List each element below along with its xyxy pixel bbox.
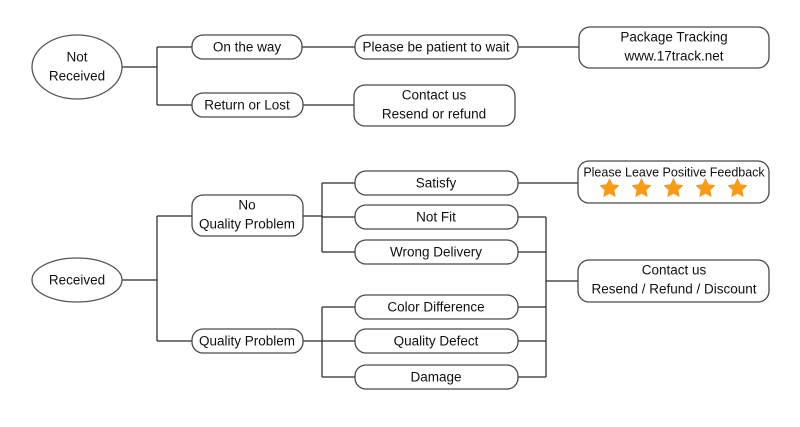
color-difference-box [354, 294, 519, 320]
resolution-contact-label-line1: Contact us [642, 263, 707, 278]
star-rating[interactable] [599, 178, 748, 198]
node-not-fit[interactable]: Not Fit [354, 204, 519, 230]
node-wrong-delivery[interactable]: Wrong Delivery [354, 239, 519, 265]
damage-box [354, 364, 519, 390]
resolution-contact-box [577, 259, 770, 303]
satisfy-label: Satisfy [416, 176, 457, 191]
contact-resend-refund-label-line2: Resend or refund [382, 107, 486, 122]
node-not-received[interactable]: Not Received [31, 34, 123, 100]
on-the-way-label: On the way [213, 40, 282, 55]
node-positive-feedback[interactable]: Please Leave Positive Feedback [577, 160, 770, 204]
node-damage[interactable]: Damage [354, 364, 519, 390]
connectors-not-received [122, 46, 579, 106]
node-received[interactable]: Received [31, 257, 123, 303]
not-fit-label: Not Fit [416, 210, 456, 225]
quality-problem-box [191, 328, 304, 354]
star-icon[interactable] [727, 178, 748, 198]
received-label: Received [49, 273, 105, 288]
received-ellipse [31, 257, 123, 303]
not-received-ellipse [31, 34, 123, 100]
node-no-quality-problem[interactable]: No Quality Problem [191, 194, 304, 237]
quality-defect-label: Quality Defect [394, 334, 479, 349]
node-color-difference[interactable]: Color Difference [354, 294, 519, 320]
not-received-label-line2: Received [49, 69, 105, 84]
resolution-contact-label-line2: Resend / Refund / Discount [591, 282, 756, 297]
connectors-received [122, 182, 579, 378]
node-on-the-way[interactable]: On the way [191, 34, 303, 60]
node-return-or-lost[interactable]: Return or Lost [191, 92, 304, 118]
node-package-tracking[interactable]: Package Tracking www.17track.net [578, 26, 770, 69]
node-contact-resend-refund[interactable]: Contact us Resend or refund [353, 84, 516, 127]
package-tracking-label-line1: Package Tracking [620, 30, 727, 45]
star-icon[interactable] [663, 178, 684, 198]
quality-problem-label: Quality Problem [199, 334, 295, 349]
star-icon[interactable] [599, 178, 620, 198]
damage-label: Damage [410, 370, 461, 385]
wrong-delivery-box [354, 239, 519, 265]
star-icon[interactable] [695, 178, 716, 198]
on-the-way-box [191, 34, 303, 60]
package-tracking-box [578, 26, 770, 69]
node-satisfy[interactable]: Satisfy [354, 170, 519, 196]
node-quality-problem[interactable]: Quality Problem [191, 328, 304, 354]
star-icon[interactable] [631, 178, 652, 198]
contact-resend-refund-label-line1: Contact us [402, 88, 467, 103]
wait-message-box [354, 34, 519, 60]
node-wait-message[interactable]: Please be patient to wait [354, 34, 519, 60]
return-or-lost-label: Return or Lost [204, 98, 290, 113]
node-quality-defect[interactable]: Quality Defect [354, 328, 519, 354]
no-quality-problem-label-line1: No [238, 198, 255, 213]
wrong-delivery-label: Wrong Delivery [390, 245, 482, 260]
no-quality-problem-box [191, 194, 304, 237]
package-tracking-url[interactable]: www.17track.net [623, 49, 723, 64]
node-resolution-contact[interactable]: Contact us Resend / Refund / Discount [577, 259, 770, 303]
not-received-label-line1: Not [66, 50, 87, 65]
return-or-lost-box [191, 92, 304, 118]
satisfy-box [354, 170, 519, 196]
no-quality-problem-label-line2: Quality Problem [199, 217, 295, 232]
not-fit-box [354, 204, 519, 230]
color-difference-label: Color Difference [387, 300, 484, 315]
wait-message-label: Please be patient to wait [362, 40, 509, 55]
quality-defect-box [354, 328, 519, 354]
contact-resend-refund-box [353, 84, 516, 127]
positive-feedback-label: Please Leave Positive Feedback [583, 165, 765, 179]
